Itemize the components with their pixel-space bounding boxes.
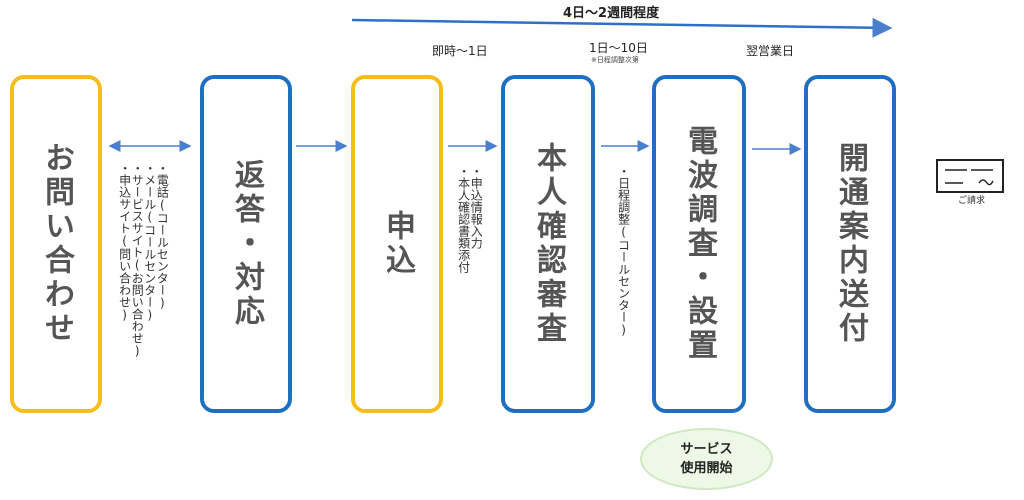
business-day-label: 翌営業日: [746, 44, 795, 58]
schedule-note-callcenter: ・日程調整(コールセンター): [616, 165, 631, 337]
step-survey-install: 電波調査・設置: [652, 75, 746, 413]
service-start-badge: サービス 使用開始: [640, 428, 773, 490]
step-apply: 申込: [351, 75, 443, 413]
step-identity-review-title: 本人確認審査: [531, 142, 566, 346]
schedule-note-vertical: ・日程調整(コールセンター): [616, 165, 631, 337]
invoice-icon: [936, 159, 1004, 193]
step-inquiry-title: お問い合わせ: [39, 142, 74, 346]
step-activation-notice: 開通案内送付: [804, 75, 896, 413]
inquiry-method-mail: ・メール(コールセンター): [142, 162, 157, 322]
timeline-arrow: [351, 17, 893, 38]
overall-duration-label: 4日～2週間程度: [563, 6, 660, 21]
apply-duration-label: 即時～1日: [432, 44, 488, 58]
step-reply: 返答・対応: [200, 75, 292, 413]
step-activation-notice-title: 開通案内送付: [833, 142, 868, 346]
inquiry-method-apply-site: ・申込サイト(問い合わせ): [117, 162, 132, 322]
invoice-caption: ご請求: [958, 196, 986, 206]
step-reply-title: 返答・対応: [229, 159, 264, 329]
step-apply-title: 申込: [380, 210, 415, 278]
step-inquiry: お問い合わせ: [10, 75, 102, 413]
application-note: ・申込情報入力 ・本人確認書類添付: [456, 165, 484, 273]
inquiry-method-service-site: ・サービスサイト(お問い合わせ): [130, 162, 145, 358]
service-start-line2: 使用開始: [680, 461, 733, 476]
schedule-note: ※日程調整次第: [591, 56, 639, 64]
step-identity-review: 本人確認審査: [501, 75, 595, 413]
service-start-line1: サービス: [680, 441, 733, 457]
inquiry-method-phone: ・電話(コールセンター): [155, 162, 170, 310]
application-note-input: ・申込情報入力: [469, 165, 484, 249]
application-note-documents: ・本人確認書類添付: [456, 165, 471, 273]
step-survey-install-title: 電波調査・設置: [682, 125, 717, 363]
schedule-duration-label: 1日～10日: [589, 41, 648, 55]
inquiry-methods-note: ・電話(コールセンター) ・メール(コールセンター) ・サービスサイト(お問い合…: [117, 162, 170, 358]
